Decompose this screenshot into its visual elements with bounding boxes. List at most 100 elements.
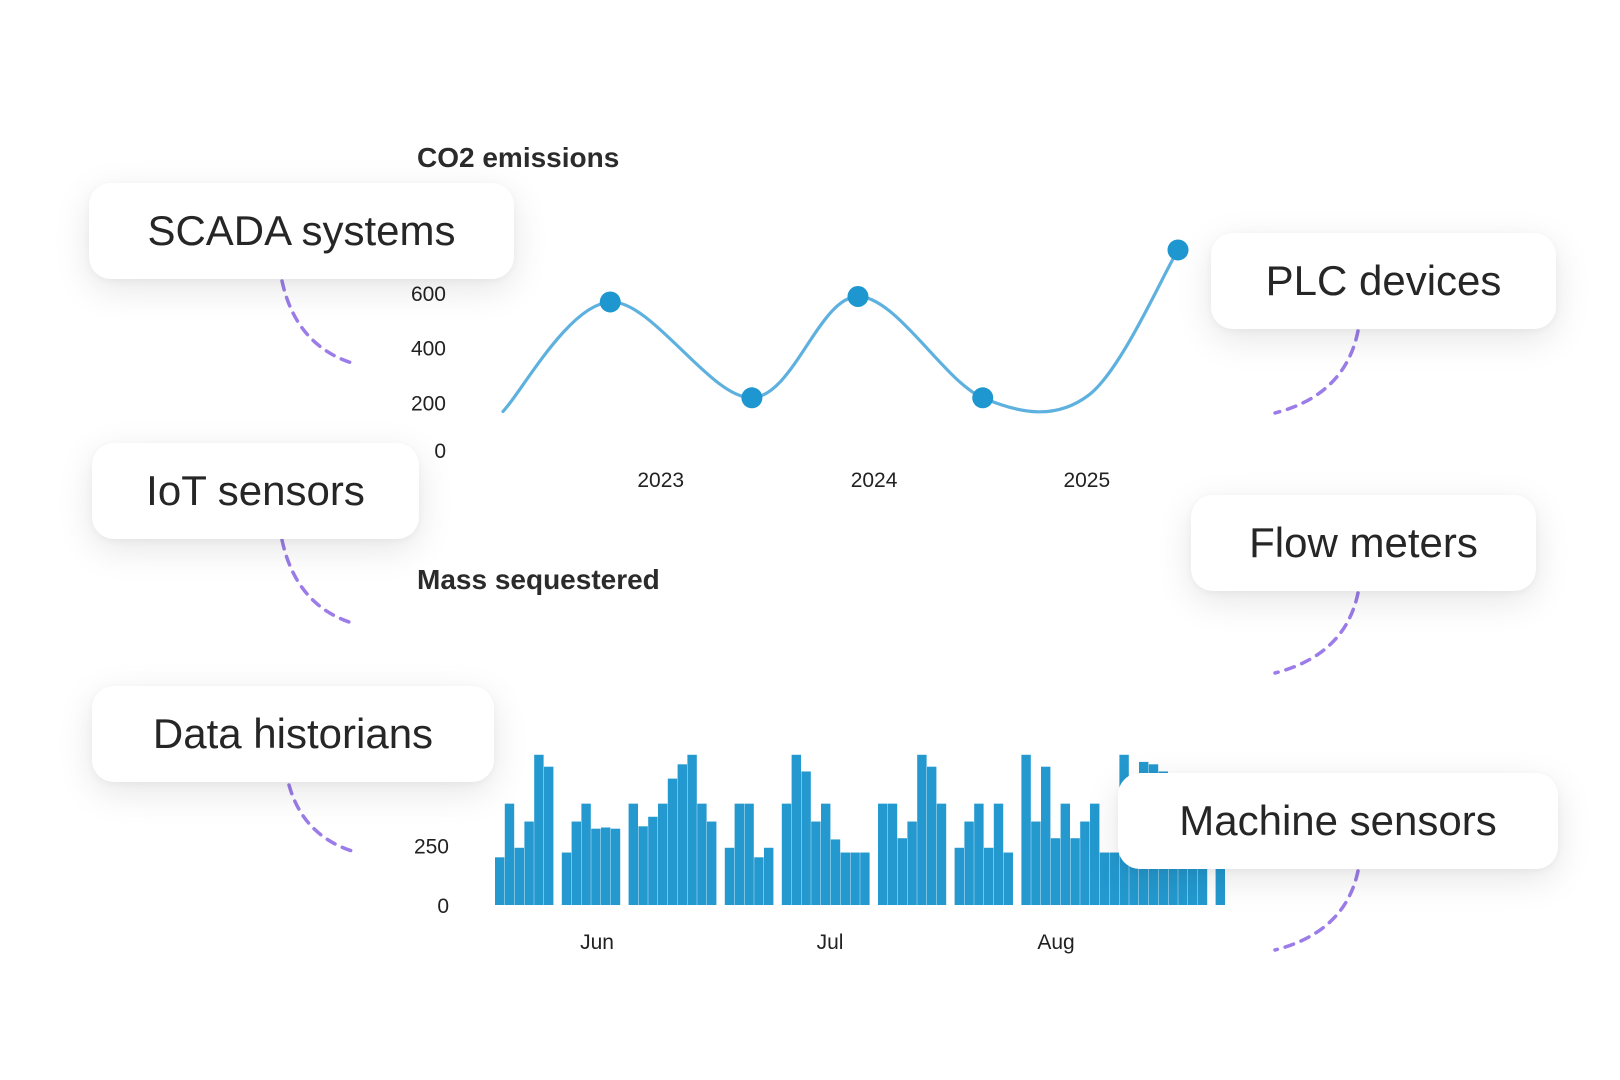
co2-x-axis: 2023 2024 2025 [637,469,1110,492]
mass-bar [954,847,964,905]
co2-series-markers [599,239,1189,409]
mass-bar [764,847,774,905]
mass-x-tick: Aug [1037,931,1074,954]
mass-bar [707,821,717,905]
mass-bar [897,838,907,905]
mass-y-tick: 0 [437,895,449,918]
mass-bar [591,828,601,905]
flow-meters-label: Flow meters [1249,519,1478,566]
mass-bar [677,764,687,905]
mass-bar [1003,852,1013,905]
mass-bar [887,803,898,905]
data-historians-card: Data historians [92,686,494,782]
scada-systems-label: SCADA systems [147,207,456,254]
mass-bar [791,754,801,905]
mass-bar [801,771,811,905]
connector-machine [1273,869,1360,952]
co2-x-tick: 2025 [1063,469,1110,492]
mass-y-axis: 0 250 [414,835,449,918]
mass-bar [754,857,764,905]
mass-bar [524,821,534,905]
mass-bar [974,803,984,905]
co2-y-tick: 0 [434,440,446,463]
mass-bar [840,852,850,905]
mass-bar [993,803,1004,905]
mass-bar [648,816,658,905]
mass-bar [1031,821,1041,905]
mass-bar [821,803,831,905]
mass-bar [610,828,621,905]
iot-sensors-label: IoT sensors [146,467,365,514]
mass-bar [628,803,638,905]
mass-bar [658,803,668,905]
co2-chart-title: CO2 emissions [417,142,619,173]
co2-emissions-chart: CO2 emissions 0 200 400 600 2023 2024 2025 [411,142,1189,492]
iot-sensors-card: IoT sensors [92,443,419,539]
mass-chart-title: Mass sequestered [417,564,660,595]
data-historians-label: Data historians [152,710,434,757]
co2-y-axis: 0 200 400 600 [411,283,446,463]
mass-x-axis: Jun Jul Aug [580,931,1075,954]
plc-devices-card: PLC devices [1211,233,1556,329]
machine-sensors-card: Machine sensors [1118,773,1558,869]
mass-sequestered-chart: Mass sequestered 0 250 Jun Jul Aug [414,564,1225,954]
mass-bars [495,754,1225,905]
mass-bar [811,821,821,905]
mass-x-tick: Jun [580,931,614,954]
co2-y-tick: 200 [411,392,446,415]
mass-bar [724,847,735,905]
mass-bar [1041,766,1051,905]
mass-bar [544,766,554,905]
mass-y-tick: 250 [414,835,449,858]
mass-bar [534,754,544,905]
mass-bar [667,778,678,905]
co2-data-point [972,387,994,409]
mass-bar [850,852,860,905]
mass-bar [744,803,754,905]
mass-x-tick: Jul [817,931,844,954]
mass-bar [927,766,937,905]
mass-bar [1099,852,1110,905]
co2-x-tick: 2024 [851,469,898,492]
mass-bar [860,852,870,905]
mass-bar [917,754,927,905]
co2-series-line [501,248,1180,414]
co2-data-point [847,285,869,307]
co2-x-tick: 2023 [637,469,684,492]
mass-bar [504,803,515,905]
mass-bar [1060,803,1070,905]
mass-bar [907,821,917,905]
mass-bar [936,803,947,905]
plc-devices-label: PLC devices [1265,257,1502,304]
mass-bar [495,857,505,905]
mass-bar [781,803,792,905]
mass-bar [1050,838,1061,905]
co2-y-tick: 400 [411,338,446,361]
co2-y-tick: 600 [411,283,446,306]
mass-bar [561,852,572,905]
mass-bar [514,847,524,905]
mass-bar [1070,838,1080,905]
scada-systems-card: SCADA systems [89,183,514,279]
mass-bar [581,803,591,905]
connector-plc [1273,329,1360,415]
co2-data-point [599,291,621,313]
mass-bar [601,827,611,905]
mass-bar [1080,821,1090,905]
mass-bar [1021,754,1031,905]
mass-bar [571,821,581,905]
connector-iot [280,538,354,625]
mass-bar [687,754,697,905]
connector-historians [287,783,354,853]
co2-data-point [741,387,763,409]
mass-bar [1090,803,1100,905]
mass-bar [984,847,994,905]
mass-bar [830,839,841,905]
connector-scada [280,279,354,365]
flow-meters-card: Flow meters [1191,495,1536,591]
mass-bar [734,803,744,905]
co2-data-point [1167,239,1189,261]
mass-bar [878,803,888,905]
mass-bar [638,826,648,905]
mass-bar [1215,845,1225,905]
